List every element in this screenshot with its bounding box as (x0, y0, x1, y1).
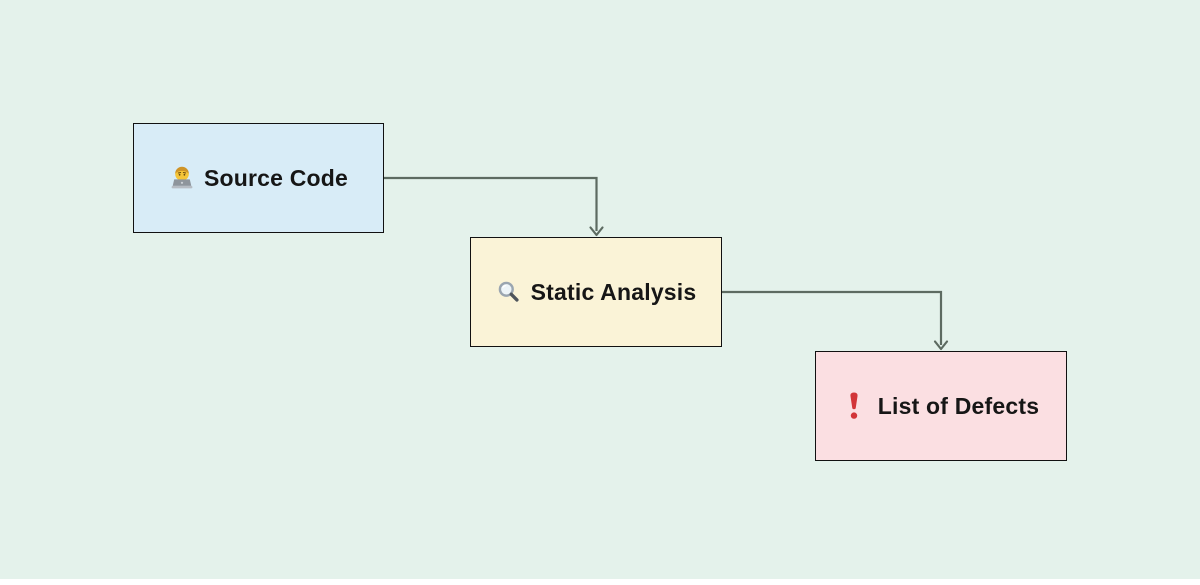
technologist-icon (169, 165, 195, 191)
bottom-edge (0, 579, 1200, 582)
edge-source-to-analysis-arrowhead-icon (589, 226, 604, 237)
node-label-list-of-defects: List of Defects (877, 392, 1040, 419)
magnifying-glass-icon (496, 279, 522, 305)
edge-analysis-to-defects-arrowhead-icon (933, 340, 949, 351)
node-static-analysis: Static Analysis (470, 237, 722, 347)
node-list-of-defects: List of Defects (815, 351, 1067, 461)
node-source-code: Source Code (133, 123, 384, 233)
red-exclamation-icon (843, 391, 865, 421)
edge-analysis-to-defects (722, 290, 943, 345)
node-label-static-analysis: Static Analysis (530, 278, 697, 305)
node-label-source-code: Source Code (203, 164, 349, 191)
edge-source-to-analysis (384, 176, 598, 231)
